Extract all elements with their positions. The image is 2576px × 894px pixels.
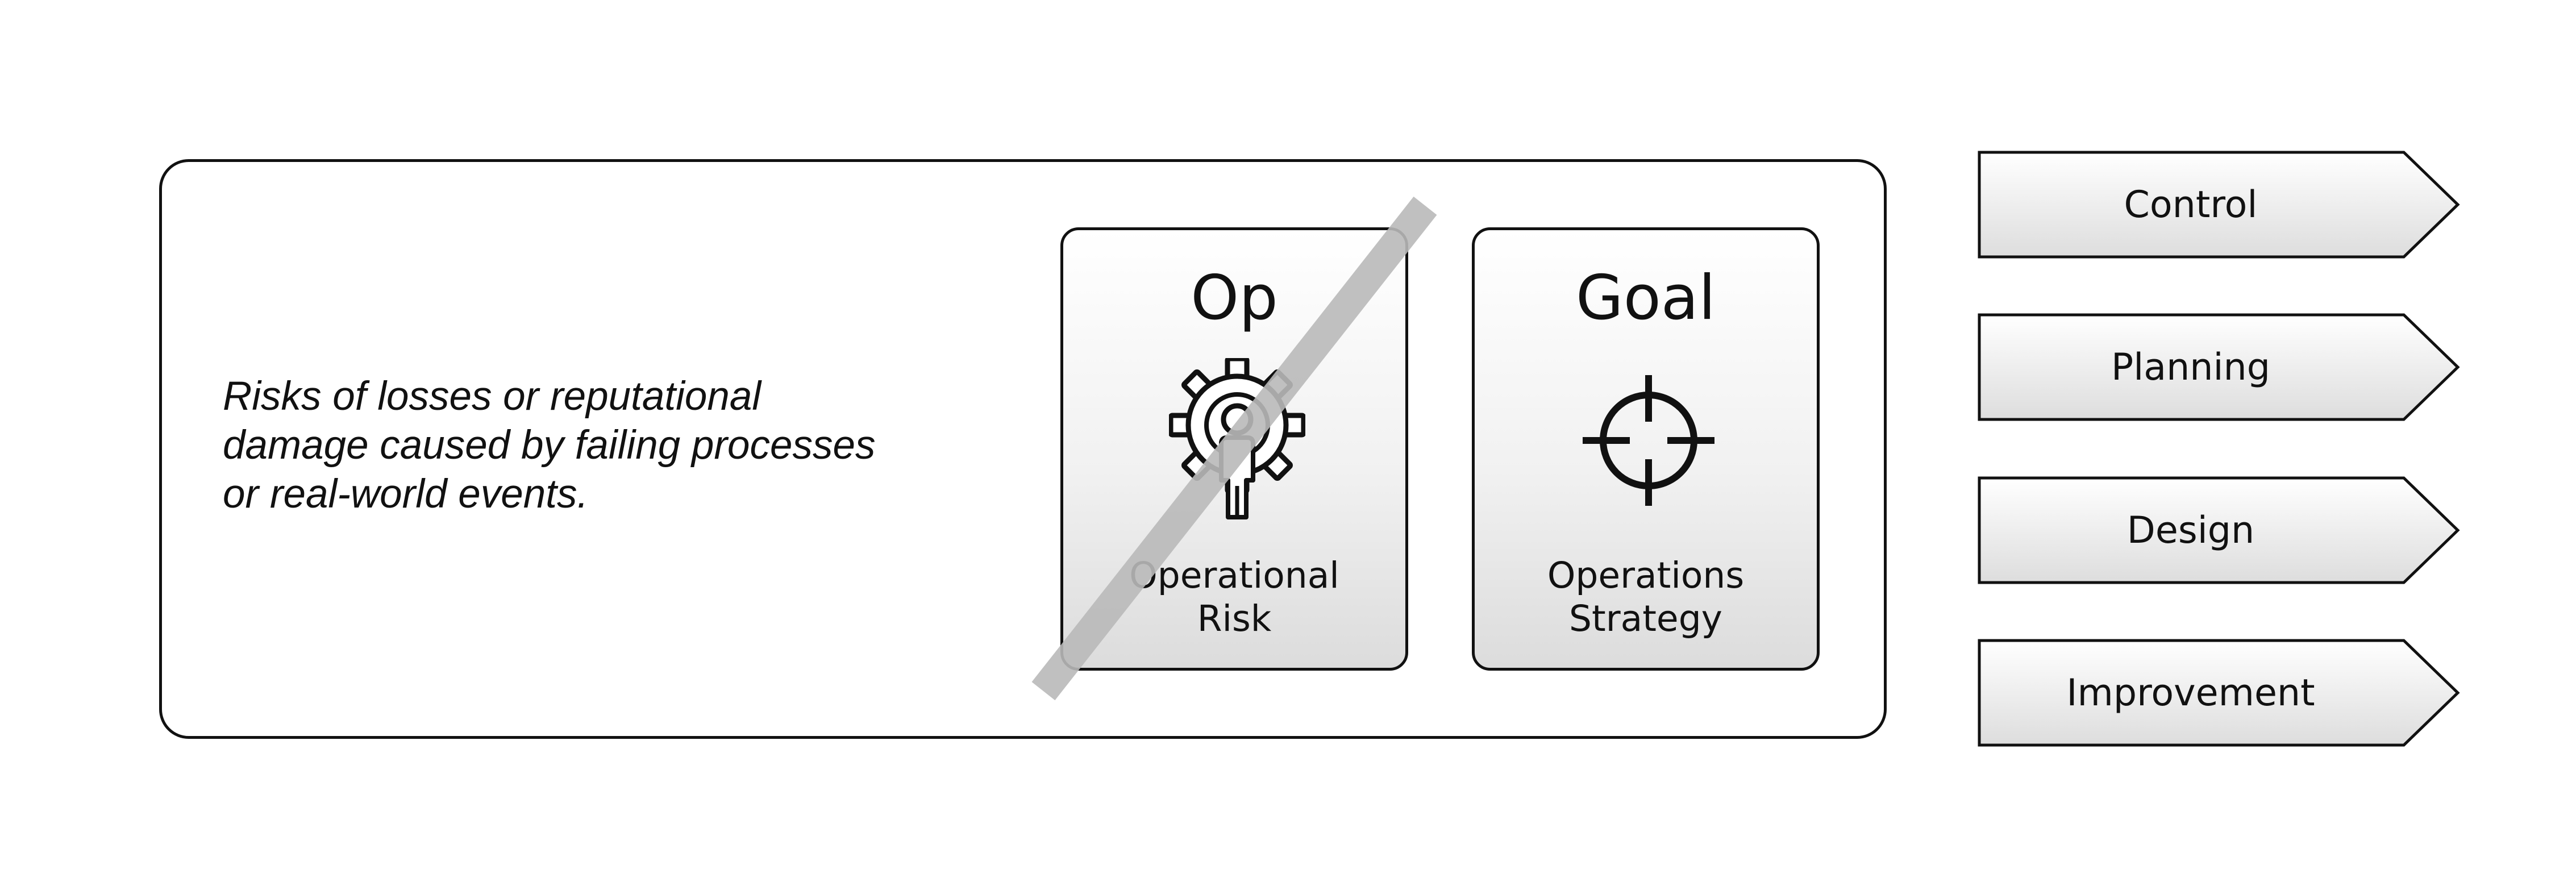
- gear-person-icon: [1169, 358, 1305, 523]
- arrow-label: Improvement: [2066, 671, 2315, 714]
- description-text: Risks of losses or reputational damage c…: [223, 374, 876, 517]
- card-label: Operations Strategy: [1547, 555, 1745, 639]
- card-title: Op: [1191, 263, 1278, 334]
- card-title: Goal: [1576, 263, 1716, 334]
- card-operations-strategy: Goal Operations Strategy: [1472, 227, 1820, 671]
- card-label: Operational Risk: [1129, 555, 1339, 639]
- arrow-shape: [1978, 639, 2460, 747]
- arrow-label: Planning: [2111, 346, 2270, 389]
- arrow-tag-planning: Planning: [1978, 313, 2461, 421]
- arrow-label: Design: [2126, 509, 2255, 552]
- arrow-tag-improvement: Improvement: [1978, 639, 2461, 747]
- arrow-shape: [1978, 476, 2460, 584]
- card-operational-risk: Op: [1060, 227, 1408, 671]
- arrow-tag-design: Design: [1978, 476, 2461, 584]
- arrow-shape: [1978, 151, 2460, 259]
- crosshair-icon: [1580, 358, 1717, 523]
- arrow-tag-control: Control: [1978, 151, 2461, 259]
- arrow-shape: [1978, 313, 2460, 421]
- arrow-label: Control: [2124, 183, 2258, 226]
